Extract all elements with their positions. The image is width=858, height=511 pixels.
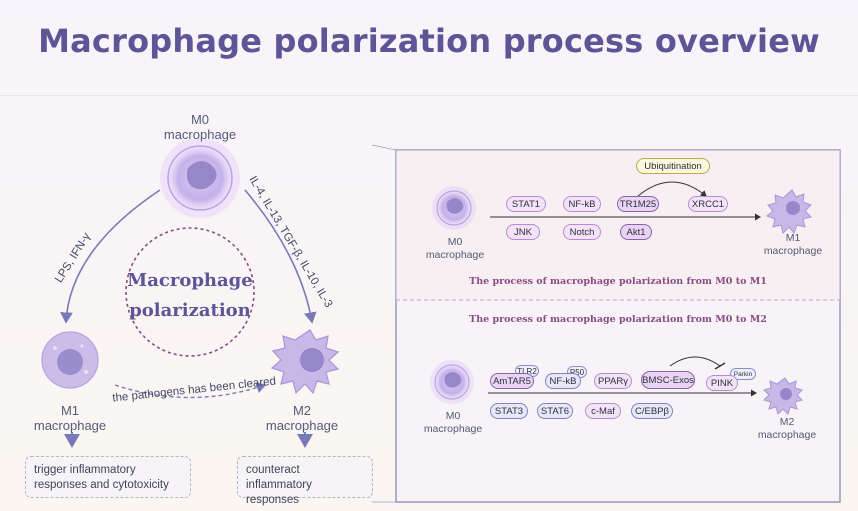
top-m1-cell-icon bbox=[766, 189, 812, 234]
center-label-2: polarization bbox=[129, 300, 251, 321]
top-m0-cell-icon bbox=[432, 186, 476, 230]
pill-xrcc1: XRCC1 bbox=[688, 196, 728, 212]
m1-cell-icon bbox=[41, 331, 99, 389]
pill-akt1: Akt1 bbox=[620, 224, 652, 240]
m1-label: M1 macrophage bbox=[20, 403, 120, 433]
center-label-1: Macrophage bbox=[127, 270, 253, 291]
arrow-m0-to-m2 bbox=[244, 189, 317, 324]
pill-notch: Notch bbox=[563, 224, 601, 240]
arrow-m0-to-m1 bbox=[60, 189, 161, 324]
pill-stat3: STAT3 bbox=[490, 403, 528, 419]
pill-bmsc-exos: BMSC-Exos bbox=[641, 371, 695, 389]
bottom-m2-line1: M2 bbox=[779, 416, 795, 428]
top-caption: The process of macrophage polarization f… bbox=[469, 276, 767, 287]
bottom-m0-cell-icon bbox=[430, 360, 474, 404]
bottom-m0-label: M0 macrophage bbox=[418, 410, 488, 436]
title-divider bbox=[0, 95, 858, 96]
top-m0-label: M0 macrophage bbox=[420, 236, 490, 262]
pill-nfkb-m2: NF-kB bbox=[545, 373, 581, 389]
m1-label-line1: M1 bbox=[60, 403, 80, 418]
m2-cell-icon bbox=[270, 329, 340, 395]
bottom-m2-label: M2 macrophage bbox=[752, 416, 822, 442]
m0-label-line2: macrophage bbox=[163, 127, 237, 142]
pill-stat1: STAT1 bbox=[506, 196, 546, 212]
pill-pink: PINK bbox=[706, 375, 738, 391]
center-circle bbox=[125, 227, 255, 357]
m1-effect-box: trigger inflammatory responses and cytot… bbox=[25, 456, 191, 498]
pill-amtar5: AmTAR5 bbox=[490, 373, 534, 389]
pill-ubiquitination: Ubiquitination bbox=[636, 158, 710, 174]
ubiquitination-arrow bbox=[637, 181, 707, 197]
top-m1-line2: macrophage bbox=[763, 245, 823, 257]
pill-jnk: JNK bbox=[506, 224, 540, 240]
pill-nfkb: NF-kB bbox=[563, 196, 601, 212]
pill-stat6: STAT6 bbox=[537, 403, 573, 419]
m2-label: M2 macrophage bbox=[252, 403, 352, 433]
m2-effect-box: counteract inflammatory responses bbox=[237, 456, 373, 506]
tag-parkin: Parkin bbox=[730, 368, 756, 380]
bottom-m0-line1: M0 bbox=[445, 410, 461, 422]
m0-cell-icon bbox=[160, 138, 240, 218]
top-m0-line2: macrophage bbox=[425, 249, 485, 261]
top-m1-line1: M1 bbox=[785, 232, 801, 244]
top-m1-label: M1 macrophage bbox=[758, 232, 828, 258]
pill-ppargamma: PPARγ bbox=[594, 373, 632, 389]
m1-label-line2: macrophage bbox=[33, 418, 107, 433]
arrow-m1-to-m2 bbox=[114, 382, 267, 399]
pill-cebpbeta: C/EBPβ bbox=[631, 403, 673, 419]
bottom-m2-line2: macrophage bbox=[757, 429, 817, 441]
pill-cmaf: c-Maf bbox=[585, 403, 621, 419]
bottom-m0-line2: macrophage bbox=[423, 423, 483, 435]
m0-label: M0 macrophage bbox=[150, 112, 250, 142]
inhibition-arc bbox=[669, 356, 721, 367]
pill-tr1m25: TR1M25 bbox=[617, 196, 659, 212]
m2-label-line2: macrophage bbox=[265, 418, 339, 433]
m2-label-line1: M2 bbox=[292, 403, 312, 418]
bottom-m2-cell-icon bbox=[763, 377, 803, 415]
m0-label-line1: M0 bbox=[190, 112, 210, 127]
page-title: Macrophage polarization process overview bbox=[38, 22, 820, 60]
top-m0-line1: M0 bbox=[447, 236, 463, 248]
bottom-caption: The process of macrophage polarization f… bbox=[469, 314, 767, 325]
